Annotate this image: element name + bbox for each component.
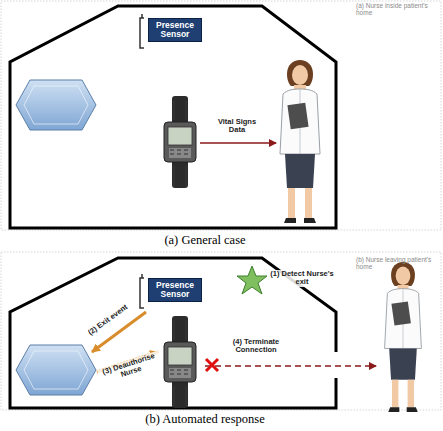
side-note: (b) Nurse leaving patient's home [356,256,440,270]
sensor-box: Presence Sensor [148,278,202,302]
sensor-box: Presence Sensor [148,18,202,42]
side-note: (a) Nurse inside patient's home [356,2,440,16]
caption: (a) General case [164,234,245,248]
callout-label: (4) Terminate Connection [224,338,288,355]
caption: (b) Automated response [145,413,264,427]
sensor-label: Presence Sensor [153,21,197,39]
arrow-label: (2) Exit event [80,298,135,341]
arrow-label: (3) Deauthorise Nurse [97,350,163,385]
sensor-label: Presence Sensor [153,281,197,299]
arrow-label: Vital Signs Data [208,118,266,135]
callout-label: (1) Detect Nurse's exit [268,270,336,287]
